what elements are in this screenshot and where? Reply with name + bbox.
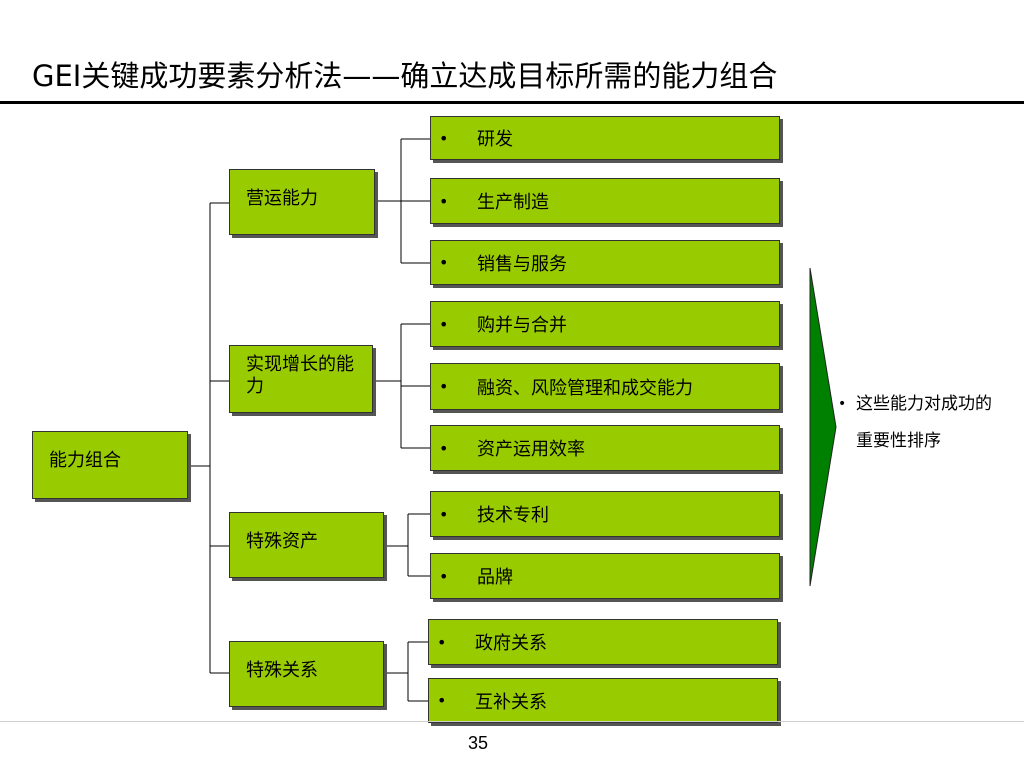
item-label: 品牌 (477, 567, 513, 588)
bullet-dot: • (437, 691, 447, 710)
item-label: 生产制造 (477, 192, 549, 213)
bullet-dot: • (437, 632, 447, 652)
title-underline (0, 101, 1024, 104)
item-label: 资产运用效率 (477, 439, 585, 460)
bullet-dot: • (439, 191, 449, 211)
category-label: 特殊关系 (246, 660, 318, 681)
item-label: 研发 (477, 129, 513, 150)
root-label: 能力组合 (49, 450, 121, 471)
category-label: 特殊资产 (246, 531, 318, 552)
root-box: 能力组合 (32, 431, 188, 499)
category-label: 实现增长的能力 (246, 354, 354, 397)
item-label: 销售与服务 (477, 253, 567, 275)
item-government-relations: • 政府关系 (428, 619, 778, 665)
item-label: 融资、风险管理和成交能力 (477, 377, 693, 399)
page-number: 35 (467, 733, 489, 753)
importance-arrow (809, 267, 837, 587)
item-label: 政府关系 (475, 633, 547, 654)
item-patents: • 技术专利 (430, 491, 780, 537)
slide-title: GEI关键成功要素分析法——确立达成目标所需的能力组合 (32, 59, 778, 93)
category-label: 营运能力 (246, 188, 318, 209)
item-label: 购并与合并 (477, 315, 567, 336)
importance-note-text: 这些能力对成功的重要性排序 (856, 394, 992, 451)
item-rnd: • 研发 (430, 116, 780, 160)
bullet-dot: • (439, 566, 449, 586)
bullet-dot: • (439, 504, 449, 524)
item-asset-efficiency: • 资产运用效率 (430, 425, 780, 471)
item-complementary-relations: • 互补关系 (428, 678, 778, 723)
item-sales-service: • 销售与服务 (430, 240, 780, 285)
footer-divider (0, 721, 1024, 722)
category-special-relations: 特殊关系 (229, 641, 384, 707)
item-label: 互补关系 (475, 691, 547, 713)
bullet-dot: • (439, 314, 449, 334)
category-special-assets: 特殊资产 (229, 512, 384, 578)
item-manufacturing: • 生产制造 (430, 178, 780, 224)
bullet-dot: • (439, 438, 449, 458)
item-brand: • 品牌 (430, 553, 780, 599)
item-financing-risk: • 融资、风险管理和成交能力 (430, 363, 780, 410)
bullet-dot: • (439, 253, 449, 272)
bullet-dot: • (838, 396, 847, 412)
item-mergers: • 购并与合并 (430, 301, 780, 347)
bullet-dot: • (439, 128, 449, 148)
bullet-dot: • (439, 377, 449, 396)
item-label: 技术专利 (477, 505, 549, 526)
category-growth: 实现增长的能力 (229, 345, 373, 413)
category-operations: 营运能力 (229, 169, 375, 235)
